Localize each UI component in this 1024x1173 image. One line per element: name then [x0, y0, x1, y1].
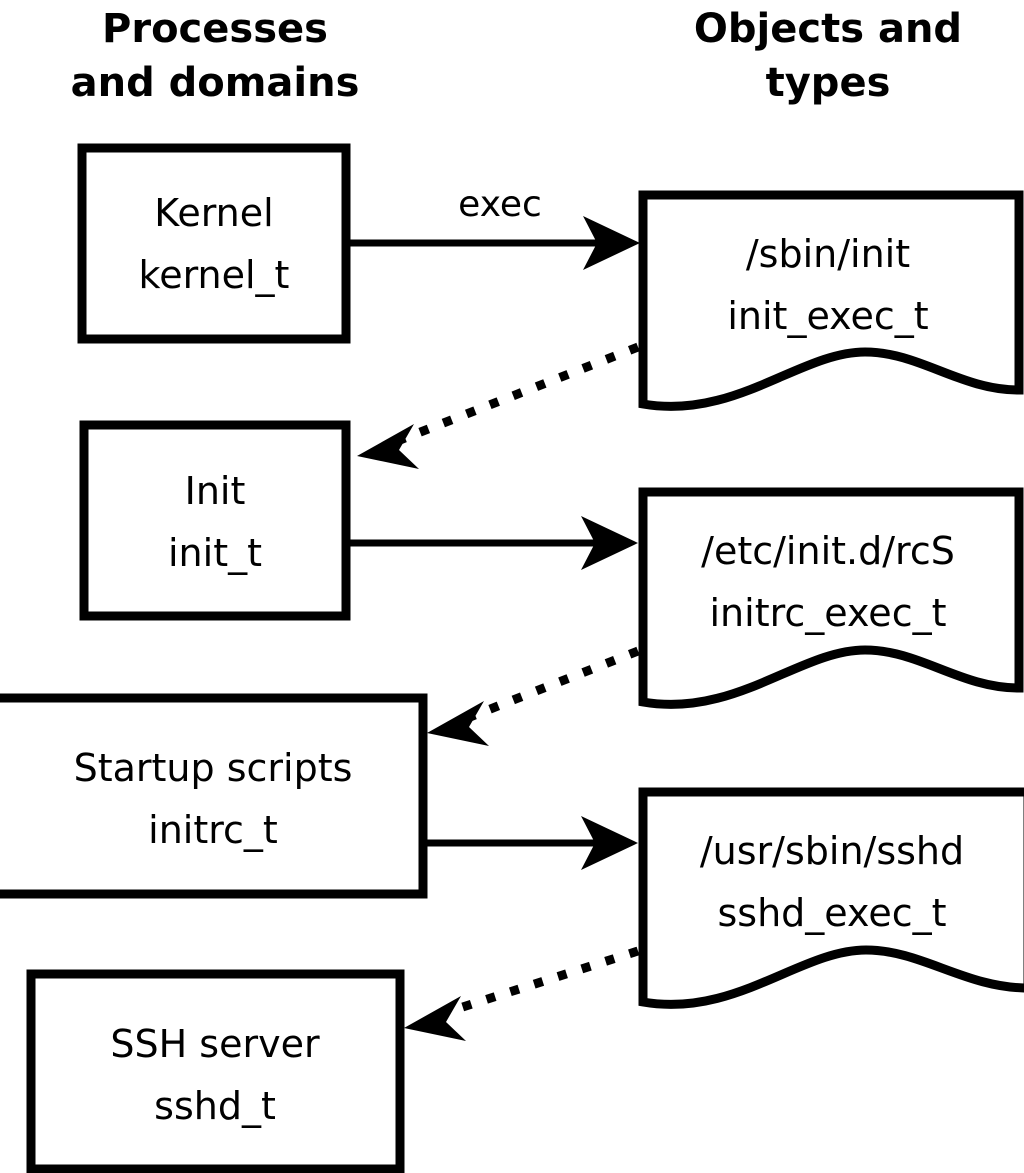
header-objects-line1: Objects and	[694, 6, 962, 52]
node-init-name: Init	[185, 469, 246, 513]
node-sshd-type: sshd_t	[154, 1084, 276, 1128]
arrow-head-icon	[357, 424, 419, 469]
edge-kernel-exec-init_exec: exec	[350, 184, 640, 270]
edge-initrc-exec-sshd_exec	[427, 816, 638, 870]
edge-initrc_exec-transition-initrc	[427, 646, 640, 746]
node-init[interactable]: Init init_t	[79, 420, 351, 621]
node-sshd-exec-file[interactable]: /usr/sbin/sshd sshd_exec_t	[638, 787, 1024, 1009]
node-sshd-name: SSH server	[110, 1022, 320, 1066]
edge-sshd_exec-transition-sshd	[404, 946, 640, 1041]
node-document-shape[interactable]	[638, 487, 1024, 709]
column-header-processes: Processes and domains	[71, 6, 360, 106]
node-box[interactable]	[79, 420, 351, 621]
node-initrc-exec-type: initrc_exec_t	[710, 591, 947, 635]
edge-init-exec-initrc_exec	[350, 516, 638, 570]
node-startup-scripts[interactable]: Startup scripts initrc_t	[0, 693, 428, 899]
arrow-head-icon	[583, 216, 640, 270]
arrow-head-icon	[581, 516, 638, 570]
node-kernel[interactable]: Kernel kernel_t	[77, 143, 351, 344]
node-init-exec-file[interactable]: /sbin/init init_exec_t	[638, 190, 1024, 411]
node-init-exec-path: /sbin/init	[746, 232, 910, 276]
node-ssh-server[interactable]: SSH server sshd_t	[26, 969, 405, 1173]
header-processes-line2: and domains	[71, 60, 360, 106]
node-box[interactable]	[77, 143, 351, 344]
node-box[interactable]	[26, 969, 405, 1173]
node-kernel-type: kernel_t	[139, 253, 290, 297]
arrow-head-icon	[404, 996, 466, 1041]
arrow-head-icon	[427, 701, 489, 746]
edge-init_exec-transition-init	[357, 342, 640, 469]
node-sshd-exec-path: /usr/sbin/sshd	[700, 829, 964, 873]
node-kernel-name: Kernel	[154, 191, 273, 235]
arrow-head-icon	[581, 816, 638, 870]
node-initrc-exec-path: /etc/init.d/rcS	[701, 529, 955, 573]
edge-line	[398, 342, 640, 445]
node-sshd-exec-type: sshd_exec_t	[717, 891, 946, 935]
edge-line	[468, 646, 640, 722]
node-box[interactable]	[0, 693, 428, 899]
node-document-shape[interactable]	[638, 190, 1024, 411]
node-init-exec-type: init_exec_t	[727, 294, 928, 338]
node-initrc-exec-file[interactable]: /etc/init.d/rcS initrc_exec_t	[638, 487, 1024, 709]
node-initrc-name: Startup scripts	[74, 746, 353, 790]
edge-line	[445, 946, 640, 1017]
node-init-type: init_t	[168, 531, 262, 575]
edge-label-exec: exec	[458, 184, 542, 225]
column-header-objects: Objects and types	[694, 6, 962, 106]
node-document-shape[interactable]	[638, 787, 1024, 1009]
node-initrc-type: initrc_t	[148, 808, 278, 852]
header-objects-line2: types	[766, 60, 891, 106]
header-processes-line1: Processes	[102, 6, 328, 52]
